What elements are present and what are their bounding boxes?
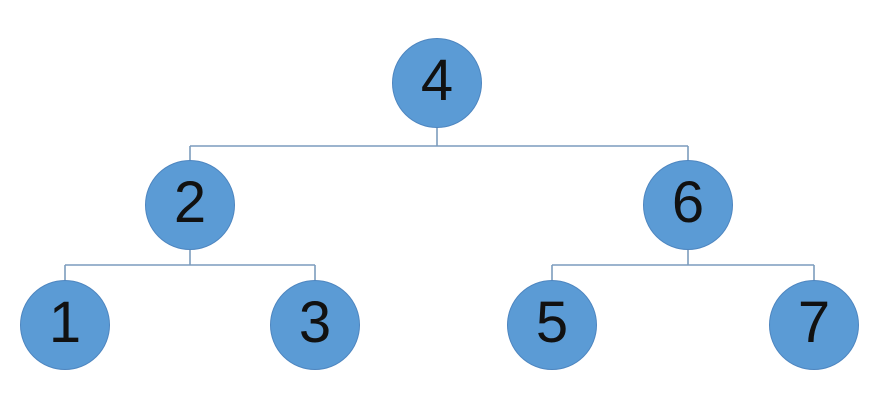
edge-4-children <box>189 128 689 161</box>
node-label-7: 7 <box>797 290 831 355</box>
tree-node-2: 2 <box>145 160 235 250</box>
node-label-6: 6 <box>671 170 705 235</box>
tree-node-1: 1 <box>20 280 110 370</box>
node-label-3: 3 <box>298 290 332 355</box>
tree-node-3: 3 <box>270 280 360 370</box>
tree-node-4: 4 <box>392 38 482 128</box>
tree-node-6: 6 <box>643 160 733 250</box>
tree-node-5: 5 <box>507 280 597 370</box>
node-label-2: 2 <box>173 170 207 235</box>
edge-6-children <box>551 250 815 281</box>
edge-2-children <box>64 250 316 281</box>
node-label-5: 5 <box>535 290 569 355</box>
node-label-1: 1 <box>48 290 82 355</box>
tree-node-7: 7 <box>769 280 859 370</box>
node-label-4: 4 <box>420 48 454 113</box>
